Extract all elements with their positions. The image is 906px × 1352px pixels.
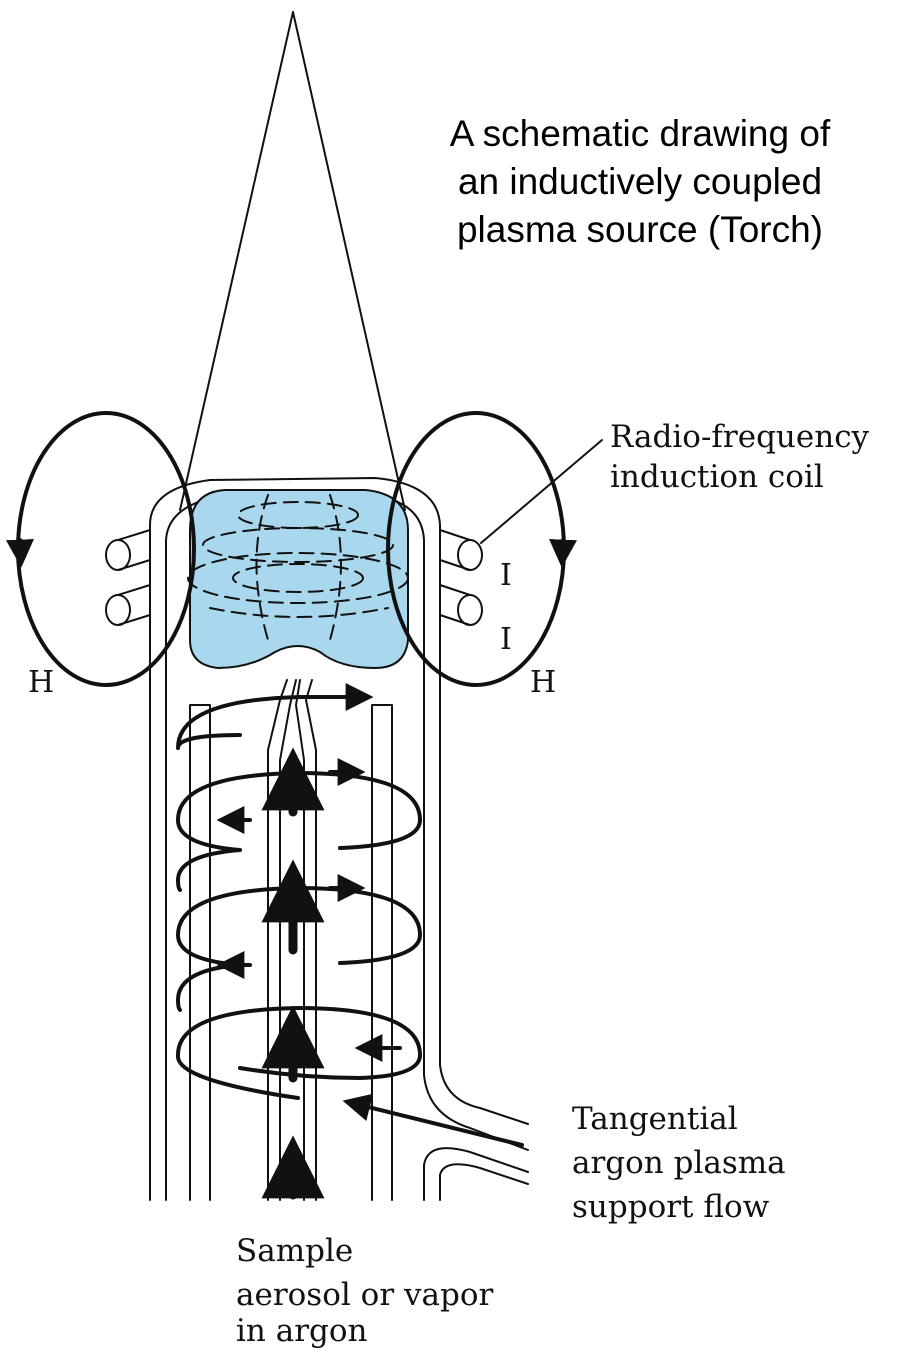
tangential-flow-arrow [348,1102,522,1145]
plasma-region [190,490,408,668]
flow-label-line-1: Tangential [572,1100,738,1138]
diagram-title-line-1: A schematic drawing of [380,110,900,158]
tangential-spiral-flow [178,697,420,1098]
field-arrow-right [562,540,563,562]
plasma-tail-cone [180,12,405,510]
current-label-lower: I [500,622,512,657]
current-label-upper: I [500,558,512,593]
flow-label-line-3: support flow [572,1188,769,1226]
field-arrow-left [20,540,21,562]
flow-label-line-2: argon plasma [572,1144,786,1182]
diagram-title-line-3: plasma source (Torch) [380,206,900,254]
sample-label-line-3: in argon [236,1312,368,1350]
field-label-right: H [530,665,556,700]
sample-label-line-2: aerosol or vapor [236,1276,493,1314]
coil-label-line-1: Radio-frequency [610,418,869,456]
magnetic-field-loop-right [388,413,564,685]
sample-label-line-1: Sample [236,1232,353,1270]
field-label-left: H [28,665,54,700]
coil-label-line-2: induction coil [610,458,824,496]
spiral-flow-arrows [222,697,400,1048]
diagram-title-line-2: an inductively coupled [380,158,900,206]
